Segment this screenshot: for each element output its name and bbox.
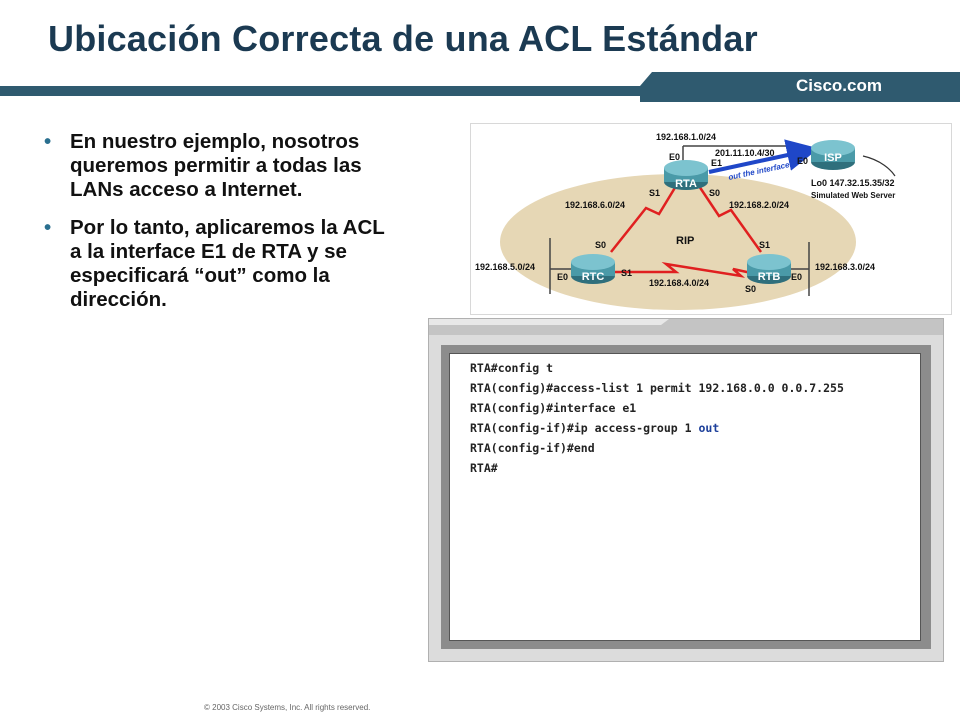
bullet-dot: •	[44, 130, 52, 153]
bullet-text: En nuestro ejemplo, nosotros queremos pe…	[70, 130, 362, 201]
interface-label: E0	[791, 272, 802, 282]
interface-label: E0	[557, 272, 568, 282]
interface-label: S1	[621, 268, 632, 278]
network-label: 192.168.4.0/24	[649, 278, 709, 288]
cli-line: RTA(config-if)#end	[450, 438, 920, 458]
cli-command: RTA(config)#access-list 1 permit 192.168…	[470, 381, 844, 395]
server-caption: Simulated Web Server	[811, 191, 895, 200]
cli-command: RTA#config t	[470, 361, 554, 375]
slide-title: Ubicación Correcta de una ACL Estándar	[48, 18, 758, 59]
server-ip-label: Lo0 147.32.15.35/32	[811, 178, 895, 188]
interface-label: E0	[669, 152, 680, 162]
bullet-text: Por lo tanto, aplicaremos la ACL a la in…	[70, 216, 385, 311]
router-isp-label: ISP	[824, 152, 842, 164]
brand-tab-shape	[640, 72, 960, 102]
copyright-notice: © 2003 Cisco Systems, Inc. All rights re…	[204, 703, 371, 712]
cli-panel: RTA#config t RTA(config)#access-list 1 p…	[428, 318, 944, 662]
server-pointer	[862, 155, 896, 177]
router-rta-icon	[664, 160, 708, 190]
network-diagram: RTA ISP RTC RTB 192.168.1.0/24 201.11.10…	[470, 123, 952, 315]
router-rtb-icon	[747, 254, 791, 284]
protocol-label: RIP	[676, 235, 694, 247]
network-label: 192.168.5.0/24	[475, 262, 535, 272]
cli-command: RTA#	[470, 461, 498, 475]
cli-panel-tab	[429, 319, 943, 335]
bullet-list: • En nuestro ejemplo, nosotros queremos p…	[40, 130, 400, 326]
rta-isp-link	[708, 139, 819, 174]
network-diagram-svg: RTA ISP RTC RTB 192.168.1.0/24 201.11.10…	[475, 132, 896, 310]
bullet-item: • Por lo tanto, aplicaremos la ACL a la i…	[40, 216, 400, 312]
router-rtc-label: RTC	[582, 271, 605, 283]
interface-label: E0	[797, 156, 808, 166]
interface-label: S0	[709, 188, 720, 198]
network-label: 192.168.6.0/24	[565, 200, 625, 210]
brand-logo-text: Cisco.com	[796, 76, 882, 95]
interface-label: S1	[759, 240, 770, 250]
cli-line: RTA(config-if)#ip access-group 1 out	[450, 418, 920, 438]
network-label: 192.168.2.0/24	[729, 200, 789, 210]
cli-command: RTA(config-if)#ip access-group 1	[470, 421, 699, 435]
router-rtb-label: RTB	[758, 271, 781, 283]
wan-link-rta-rtb	[697, 185, 763, 253]
cli-frame: RTA#config t RTA(config)#access-list 1 p…	[441, 345, 931, 649]
wan-link-rta-rtc	[610, 185, 678, 253]
interface-label: S0	[595, 240, 606, 250]
out-interface-label: out the interface	[728, 160, 791, 182]
cli-highlight: out	[698, 421, 720, 435]
cli-command: RTA(config)#interface e1	[470, 401, 637, 415]
cli-lines: RTA#config t RTA(config)#access-list 1 p…	[450, 354, 920, 478]
interface-label: S0	[745, 284, 756, 294]
wan-link-rtc-rtb	[613, 262, 757, 278]
router-rta-label: RTA	[675, 178, 697, 190]
router-isp-icon	[811, 140, 855, 170]
router-rtc-icon	[571, 254, 615, 284]
cli-command: RTA(config-if)#end	[470, 441, 595, 455]
cli-line: RTA#config t	[450, 358, 920, 378]
network-label: 192.168.1.0/24	[656, 132, 716, 142]
cli-line: RTA#	[450, 458, 920, 478]
network-label: 192.168.3.0/24	[815, 262, 875, 272]
network-label: 201.11.10.4/30	[715, 148, 775, 158]
title-divider-bar	[0, 86, 960, 96]
interface-label: E1	[711, 158, 722, 168]
brand-tab: Cisco.com	[640, 72, 960, 102]
bullet-dot: •	[44, 216, 52, 239]
bullet-item: • En nuestro ejemplo, nosotros queremos p…	[40, 130, 400, 202]
interface-label: S1	[649, 188, 660, 198]
cli-line: RTA(config)#access-list 1 permit 192.168…	[450, 378, 920, 398]
cli-screen: RTA#config t RTA(config)#access-list 1 p…	[449, 353, 921, 641]
cli-line: RTA(config)#interface e1	[450, 398, 920, 418]
